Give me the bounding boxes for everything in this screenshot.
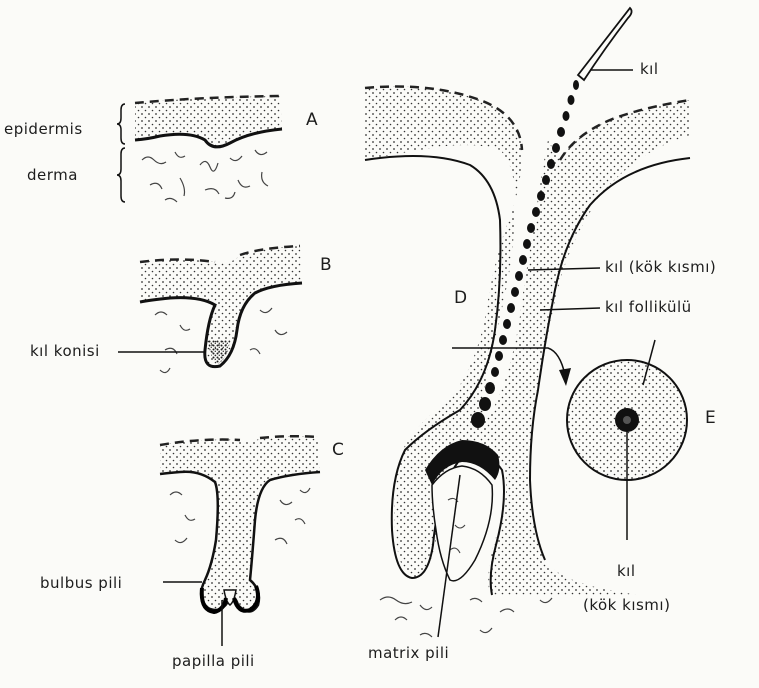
follicle-body <box>365 87 690 596</box>
panel-c <box>160 436 320 612</box>
epidermis-layer-c <box>160 436 320 611</box>
label-kil-kok-kismi: kıl (kök kısmı) <box>605 258 716 276</box>
derma-fibers-d <box>380 597 552 637</box>
panel-b <box>140 246 302 373</box>
epidermis-layer-a <box>135 96 282 147</box>
dermal-papilla <box>432 466 492 581</box>
label-kil-follikulu: kıl follikülü <box>605 298 692 316</box>
panel-letter-a: A <box>306 110 318 130</box>
label-bulbus-pili: bulbus pili <box>40 574 122 592</box>
label-papilla-pili: papilla pili <box>172 652 255 670</box>
label-matrix-pili: matrix pili <box>368 644 449 662</box>
panel-letter-d: D <box>454 288 467 308</box>
panel-letter-b: B <box>320 255 332 275</box>
derma-brace <box>117 148 125 202</box>
label-e-kil: kıl <box>617 562 636 580</box>
panel-a <box>135 96 282 202</box>
label-kil-tip: kıl <box>640 60 659 78</box>
epidermis-brace <box>117 104 125 144</box>
label-epidermis: epidermis <box>4 120 83 138</box>
label-e-kok-kismi: (kök kısmı) <box>583 596 670 614</box>
derma-fibers-a <box>142 150 268 202</box>
panel-d <box>365 8 690 637</box>
label-derma: derma <box>27 166 78 184</box>
panel-letter-c: C <box>332 440 344 460</box>
panel-letter-e: E <box>705 408 716 428</box>
label-kil-konisi: kıl konisi <box>30 342 100 360</box>
hair-shaft-tip <box>578 8 632 80</box>
